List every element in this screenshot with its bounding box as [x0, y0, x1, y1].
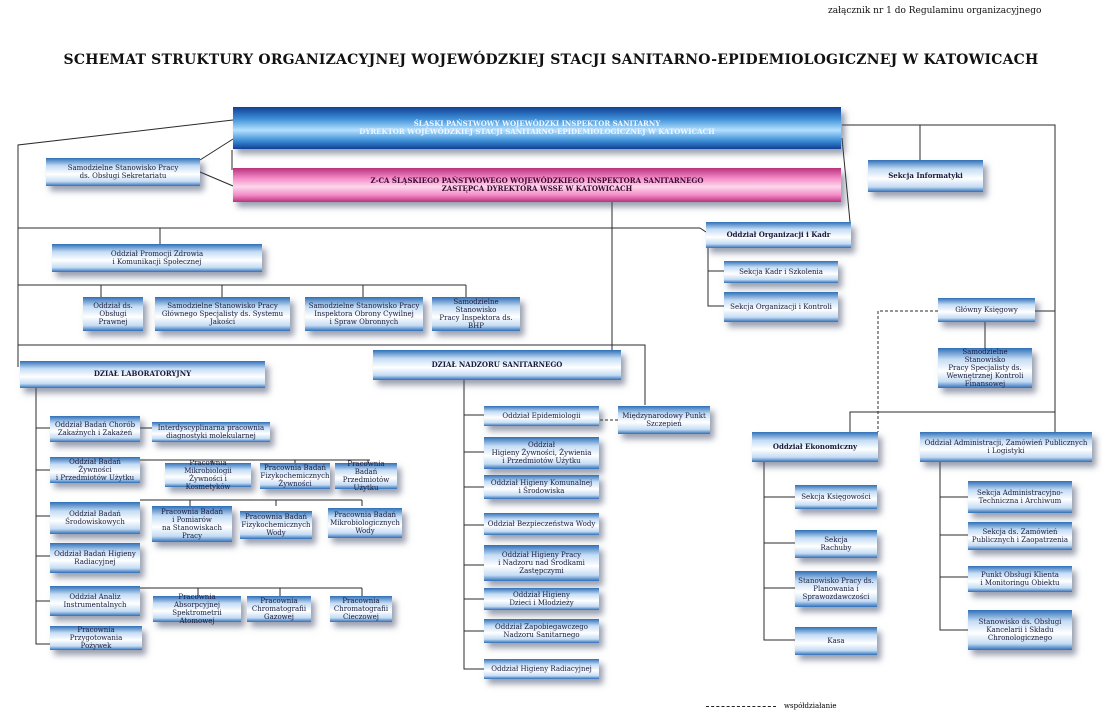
lab-liquid-chrom-box: Pracownia Chromatografii Cieczowej: [330, 596, 392, 622]
lab-workplace-box: Pracownia Badań i Pomiarów na Stanowiska…: [152, 506, 232, 542]
legal-box: Oddział ds. Obsługi Prawnej: [83, 297, 143, 331]
vaccination-point-box: Międzynarodowy Punkt Szczepień: [618, 406, 710, 434]
lab-department-box: DZIAŁ LABORATORYJNY: [20, 361, 265, 388]
hr-control-box: Sekcja Organizacji i Kontroli: [724, 292, 838, 322]
hr-training-box: Sekcja Kadr i Szkolenia: [724, 261, 838, 283]
sup-radiation-box: Oddział Higieny Radiacyjnej: [484, 659, 599, 679]
legend-label: współdziałanie: [784, 702, 837, 710]
sup-epidemiology-box: Oddział Epidemiologii: [484, 406, 599, 426]
lab-aas-box: Pracownia Absorpcyjnej Spektrometrii Ato…: [153, 593, 241, 625]
legend-dashed-line: [706, 705, 776, 707]
lab-instrumental-box: Oddział Analiz Instrumentalnych: [50, 586, 140, 616]
quality-box: Samodzielne Stanowisko Pracy Głównego Sp…: [155, 297, 290, 331]
bhp-box: Samodzielne Stanowisko Pracy Inspektora …: [432, 297, 520, 331]
lab-molecular-box: Interdyscyplinarna pracownia diagnostyki…: [152, 422, 270, 442]
hr-box: Oddział Organizacji i Kadr: [706, 222, 851, 248]
lab-infectious-box: Oddział Badań Chorób Zakaźnych i Zakażeń: [50, 416, 140, 442]
lab-water-phys-box: Pracownia Badań Fizykochemicznych Wody: [240, 511, 312, 539]
admin-orders-box: Sekcja ds. Zamówień Publicznych i Zaopat…: [968, 522, 1072, 550]
legend: współdziałanie: [706, 702, 836, 710]
lab-micro-food-box: Pracownia Mikrobiologii Żywności i Kosme…: [165, 459, 251, 491]
chief-accountant-box: Główny Księgowy: [938, 298, 1035, 322]
annex-note: załącznik nr 1 do Regulaminu organizacyj…: [828, 6, 1042, 16]
supervision-department-box: DZIAŁ NADZORU SANITARNEGO: [373, 350, 621, 380]
sup-communal-box: Oddział Higieny Komunalnej i Środowiska: [484, 475, 599, 499]
civil-defense-box: Samodzielne Stanowisko Pracy Inspektora …: [305, 297, 423, 331]
lab-water-micro-box: Pracownia Badań Mikrobiologicznych Wody: [328, 508, 402, 538]
lab-environment-box: Oddział Badań Środowiskowych: [50, 502, 140, 534]
sup-work-box: Oddział Higieny Pracy i Nadzoru nad Środ…: [484, 545, 599, 581]
econ-accounting-box: Sekcja Księgowości: [795, 485, 877, 509]
admin-box: Oddział Administracji, Zamówień Publiczn…: [920, 432, 1092, 462]
sup-preventive-box: Oddział Zapobiegawczego Nadzoru Sanitarn…: [484, 619, 599, 643]
internal-control-box: Samodzielne Stanowisko Pracy Specjalisty…: [938, 348, 1032, 388]
econ-cash-box: Kasa: [795, 627, 877, 655]
promotion-box: Oddział Promocji Zdrowia i Komunikacji S…: [52, 244, 262, 272]
lab-media-box: Pracownia Przygotowania Pożywek: [50, 626, 142, 650]
sup-water-box: Oddział Bezpieczeństwa Wody: [484, 513, 599, 535]
inspector-box: ŚLĄSKI PAŃSTWOWY WOJEWÓDZKI INSPEKTOR SA…: [233, 107, 841, 149]
sup-children-box: Oddział Higieny Dzieci i Młodzieży: [484, 588, 599, 610]
admin-client-box: Punkt Obsługi Klienta i Monitoringu Obie…: [968, 566, 1072, 592]
economic-box: Oddział Ekonomiczny: [752, 432, 878, 462]
sup-food-box: Oddział Higieny Żywności, Żywienia i Prz…: [484, 437, 599, 469]
lab-gas-chrom-box: Pracownia Chromatografii Gazowej: [247, 596, 311, 622]
admin-office-box: Stanowisko ds. Obsługi Kancelarii i Skła…: [968, 610, 1072, 650]
lab-items-box: Pracownia Badań Przedmiotów Użytku: [335, 460, 397, 492]
secretariat-box: Samodzielne Stanowisko Pracy ds. Obsługi…: [46, 158, 200, 186]
chart-title: SCHEMAT STRUKTURY ORGANIZACYJNEJ WOJEWÓD…: [63, 52, 1039, 68]
deputy-box: Z-CA ŚLĄSKIEGO PAŃSTWOWEGO WOJEWÓDZKIEGO…: [233, 168, 841, 202]
it-section-box: Sekcja Informatyki: [868, 160, 983, 192]
lab-phys-food-box: Pracownia Badań Fizykochemicznych Żywnoś…: [260, 463, 330, 489]
admin-technical-box: Sekcja Administracyjno- Techniczna i Arc…: [968, 481, 1072, 513]
econ-payroll-box: Sekcja Rachuby: [795, 530, 877, 558]
econ-planning-box: Stanowisko Pracy ds. Planowania i Sprawo…: [795, 571, 877, 607]
lab-food-box: Oddział Badań Żywności i Przedmiotów Uży…: [50, 457, 140, 483]
lab-radiation-box: Oddział Badań Higieny Radiacyjnej: [50, 543, 140, 573]
